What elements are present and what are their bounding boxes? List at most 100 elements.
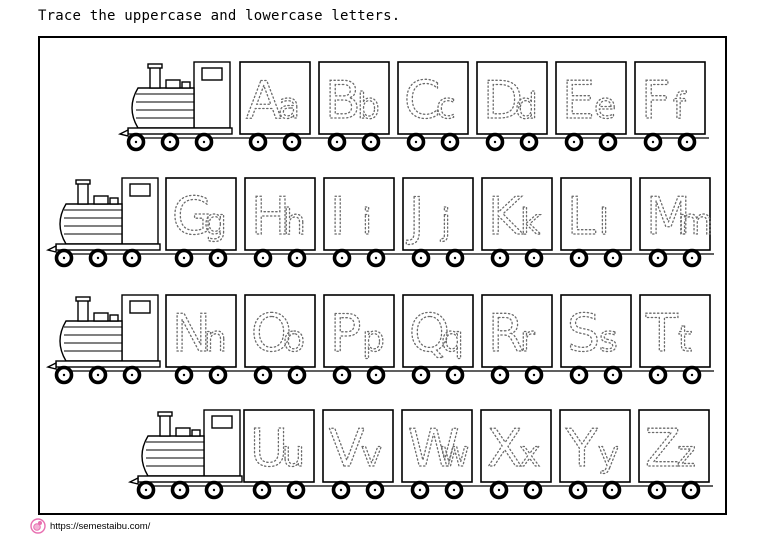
semestaibu-logo-icon bbox=[30, 518, 46, 534]
tracing-lowercase-letter: p bbox=[362, 319, 385, 360]
tracing-uppercase-letter: D bbox=[483, 71, 523, 131]
wheel-hub bbox=[419, 256, 423, 260]
train-car: Nn bbox=[165, 294, 237, 385]
tracing-lowercase-letter: c bbox=[436, 86, 456, 127]
train-car: Ww bbox=[401, 409, 473, 500]
locomotive-frame bbox=[137, 475, 243, 483]
tracing-lowercase-letter: t bbox=[678, 319, 692, 360]
wheel-hub bbox=[576, 488, 580, 492]
locomotive-chimney bbox=[77, 298, 89, 322]
tracing-lowercase-letter: l bbox=[599, 202, 609, 243]
wheel-hub bbox=[656, 373, 660, 377]
tracing-lowercase-letter: o bbox=[283, 319, 305, 360]
train-car-box bbox=[560, 294, 632, 368]
sand-dome bbox=[191, 429, 201, 437]
tracing-uppercase-letter: U bbox=[250, 419, 288, 479]
wheel-hub bbox=[685, 140, 689, 144]
sand-dome bbox=[109, 197, 119, 205]
worksheet-instruction: Trace the uppercase and lowercase letter… bbox=[38, 8, 401, 24]
tracing-lowercase-letter: u bbox=[282, 434, 305, 475]
tracing-lowercase-letter: i bbox=[362, 202, 372, 243]
sand-dome bbox=[109, 314, 119, 322]
wheel-hub bbox=[340, 373, 344, 377]
wheel-hub bbox=[374, 373, 378, 377]
wheel-hub bbox=[260, 488, 264, 492]
train-car-box bbox=[397, 61, 469, 135]
wheel-hub bbox=[532, 373, 536, 377]
train-car-box bbox=[323, 177, 395, 251]
chimney-cap bbox=[157, 411, 173, 417]
wheel-hub bbox=[261, 256, 265, 260]
sand-dome bbox=[181, 81, 191, 89]
steam-dome bbox=[175, 427, 191, 437]
train-car-box bbox=[165, 294, 237, 368]
wheel-hub bbox=[531, 488, 535, 492]
tracing-lowercase-letter: d bbox=[515, 86, 538, 127]
wheel-hub bbox=[498, 256, 502, 260]
wheel-hub bbox=[339, 488, 343, 492]
locomotive-frame bbox=[127, 127, 233, 135]
locomotive bbox=[117, 61, 233, 152]
train-car-box bbox=[244, 177, 316, 251]
wheel-hub bbox=[418, 488, 422, 492]
wheel-hub bbox=[294, 488, 298, 492]
locomotive bbox=[45, 294, 161, 385]
tracing-lowercase-letter: q bbox=[441, 319, 464, 360]
train-car-box bbox=[639, 294, 711, 368]
locomotive-window bbox=[129, 183, 151, 197]
tracing-lowercase-letter: a bbox=[278, 86, 300, 127]
footer-url[interactable]: https://semestaibu.com/ bbox=[50, 520, 151, 532]
tracing-uppercase-letter: W bbox=[408, 419, 459, 479]
train-car: Dd bbox=[476, 61, 548, 152]
train-car: Hh bbox=[244, 177, 316, 268]
wheel-hub bbox=[610, 488, 614, 492]
train-car-box bbox=[476, 61, 548, 135]
wheel-hub bbox=[374, 256, 378, 260]
tracing-lowercase-letter: f bbox=[673, 86, 687, 127]
train-car: Uu bbox=[243, 409, 315, 500]
tracing-lowercase-letter: j bbox=[440, 202, 451, 243]
locomotive-window bbox=[129, 300, 151, 314]
wheel-hub bbox=[572, 140, 576, 144]
wheel-hub bbox=[216, 256, 220, 260]
tracing-uppercase-letter: A bbox=[246, 71, 282, 131]
train-car: Mm bbox=[639, 177, 714, 268]
tracing-uppercase-letter: O bbox=[251, 304, 292, 364]
wheel-hub bbox=[295, 256, 299, 260]
steam-dome bbox=[165, 79, 181, 89]
locomotive-frame bbox=[55, 360, 161, 368]
tracing-uppercase-letter: N bbox=[172, 304, 211, 364]
tracing-lowercase-letter: g bbox=[204, 202, 227, 243]
wheel-hub bbox=[690, 373, 694, 377]
tracing-lowercase-letter: r bbox=[520, 319, 535, 360]
train-car: Gg bbox=[165, 177, 237, 268]
train-car-box bbox=[244, 294, 316, 368]
tracing-uppercase-letter: H bbox=[251, 187, 290, 247]
locomotive-chimney bbox=[149, 65, 161, 89]
chimney-cap bbox=[75, 296, 91, 302]
tracing-uppercase-letter: P bbox=[330, 304, 361, 364]
wheel-hub bbox=[202, 140, 206, 144]
wheel-hub bbox=[261, 373, 265, 377]
train-car: Bb bbox=[318, 61, 390, 152]
wheel-hub bbox=[178, 488, 182, 492]
tracing-lowercase-letter: w bbox=[440, 434, 469, 475]
train-car-box bbox=[634, 61, 706, 135]
tracing-uppercase-letter: E bbox=[562, 71, 595, 131]
wheel-hub bbox=[419, 373, 423, 377]
cowcatcher bbox=[127, 476, 139, 485]
train-car-box bbox=[481, 177, 553, 251]
tracing-lowercase-letter: e bbox=[594, 86, 616, 127]
train-car: Rr bbox=[481, 294, 553, 385]
wheel-hub bbox=[168, 140, 172, 144]
tracing-uppercase-letter: M bbox=[646, 187, 691, 247]
tracing-lowercase-letter: v bbox=[361, 434, 382, 475]
tracing-uppercase-letter: Q bbox=[409, 304, 450, 364]
wheel-hub bbox=[212, 488, 216, 492]
tracing-uppercase-letter: J bbox=[406, 187, 424, 247]
